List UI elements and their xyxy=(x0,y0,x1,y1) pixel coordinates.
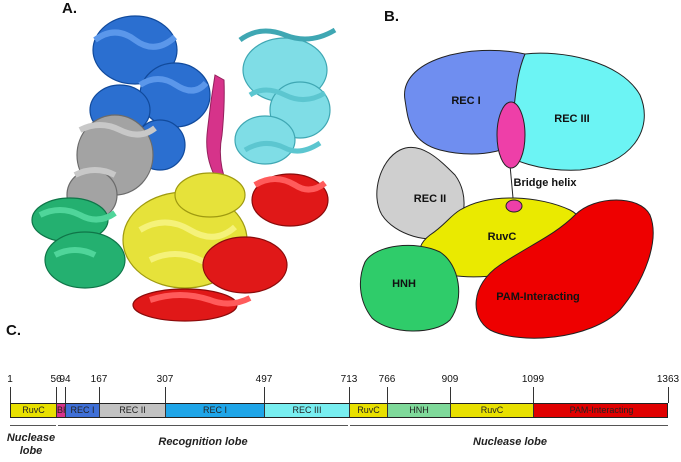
nuclease-lobe-right-brace xyxy=(350,425,668,432)
domain-segment-rec-ii: REC II xyxy=(100,404,166,417)
bridge-helix-top-shape xyxy=(496,101,526,169)
nuclease-lobe-left-brace xyxy=(10,425,56,432)
rec2-domain-structure xyxy=(66,114,157,221)
recognition-lobe-label: Recognition lobe xyxy=(158,436,248,448)
panel-label-c: C. xyxy=(6,322,21,339)
position-label: 167 xyxy=(90,374,108,385)
position-label: 1099 xyxy=(521,374,545,385)
position-tick xyxy=(450,387,451,403)
bridge-helix-bottom-shape xyxy=(505,199,523,213)
panel-label-b: B. xyxy=(384,8,399,25)
position-label: 766 xyxy=(378,374,396,385)
panel-label-a: A. xyxy=(62,0,77,17)
pam-domain-structure xyxy=(132,173,329,322)
rec1-label: REC I xyxy=(451,95,480,107)
bridge-helix-connector xyxy=(509,164,514,199)
domain-segment-rec-i: REC I xyxy=(166,404,265,417)
domain-segment-hnh: HNH xyxy=(388,404,451,417)
position-tick xyxy=(387,387,388,403)
position-tick xyxy=(668,387,669,403)
position-label: 1 xyxy=(7,374,13,385)
domain-cartoon: REC I REC III REC II Bridge helix RuvC H… xyxy=(359,49,654,339)
position-label: 713 xyxy=(340,374,358,385)
pam-label: PAM-Interacting xyxy=(496,291,580,303)
hnh-shape xyxy=(359,244,460,332)
position-label: 94 xyxy=(59,374,71,385)
position-label: 1363 xyxy=(656,374,680,385)
hnh-label: HNH xyxy=(392,278,416,290)
nuclease-lobe-right-label: Nuclease lobe xyxy=(473,436,547,448)
position-tick xyxy=(264,387,265,403)
nuclease-lobe-left-label: Nuclease lobe xyxy=(6,432,56,457)
domain-segment-rec-iii: REC III xyxy=(265,404,350,417)
rec2-label: REC II xyxy=(414,193,446,205)
hnh-domain-structure xyxy=(31,197,126,289)
rec3-domain-structure xyxy=(234,27,337,165)
position-tick xyxy=(65,387,66,403)
position-tick xyxy=(165,387,166,403)
domain-segment-ruvc: RuvC xyxy=(451,404,534,417)
rec3-label: REC III xyxy=(554,113,589,125)
recognition-lobe-brace xyxy=(58,425,348,432)
position-tick xyxy=(56,387,57,403)
domain-segment-ruvc: RuvC xyxy=(350,404,388,417)
position-tick xyxy=(533,387,534,403)
domain-segment-bh: BH xyxy=(57,404,66,417)
position-label: 56 xyxy=(50,374,62,385)
protein-structure-image xyxy=(31,15,337,322)
position-tick xyxy=(349,387,350,403)
position-label: 497 xyxy=(255,374,273,385)
domain-segment-ruvc: RuvC xyxy=(11,404,57,417)
domain-segment-rec-i: REC I xyxy=(66,404,100,417)
ruvc-label: RuvC xyxy=(488,231,517,243)
position-label: 909 xyxy=(441,374,459,385)
position-label: 307 xyxy=(156,374,174,385)
domain-segment-pam-interacting: PAM-Interacting xyxy=(534,404,667,417)
position-tick xyxy=(10,387,11,403)
bridge-helix-label: Bridge helix xyxy=(514,177,578,189)
position-tick xyxy=(99,387,100,403)
pam-shape xyxy=(475,199,654,339)
